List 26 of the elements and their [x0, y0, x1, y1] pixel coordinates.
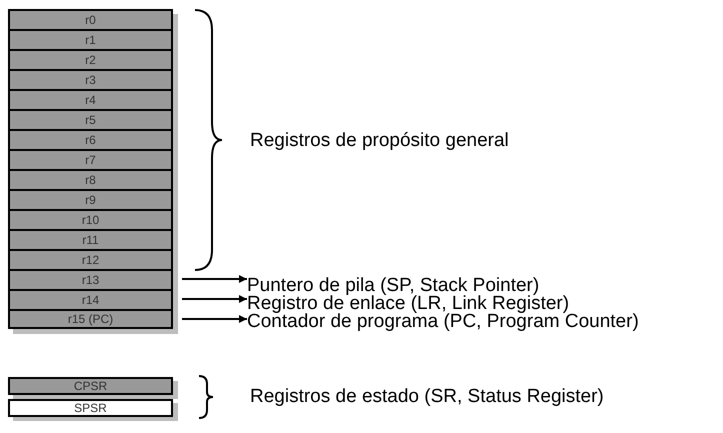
register-box: r11	[8, 229, 173, 251]
group-label: Registros de propósito general	[250, 130, 509, 152]
register-box: r13	[8, 269, 173, 291]
register-box: SPSR	[8, 399, 173, 417]
register-box: r14	[8, 289, 173, 311]
register-box: r7	[8, 149, 173, 171]
register-box: r5	[8, 109, 173, 131]
arrow	[182, 295, 247, 303]
register-description: Registro de enlace (LR, Link Register)	[247, 294, 570, 314]
register-box: r12	[8, 249, 173, 271]
register-box: r8	[8, 169, 173, 191]
arrow	[182, 275, 247, 283]
register-box: r4	[8, 89, 173, 111]
register-box: r6	[8, 129, 173, 151]
group-label: Registros de estado (SR, Status Register)	[250, 386, 604, 408]
register-box: r0	[8, 9, 173, 31]
register-box: r9	[8, 189, 173, 211]
register-box: r1	[8, 29, 173, 51]
register-description: Puntero de pila (SP, Stack Pointer)	[247, 276, 540, 296]
register-box: r3	[8, 69, 173, 91]
register-box: r15 (PC)	[8, 309, 173, 329]
register-box: CPSR	[8, 377, 173, 395]
arrow	[182, 315, 247, 323]
register-box: r10	[8, 209, 173, 231]
register-box: r2	[8, 49, 173, 71]
register-description: Contador de programa (PC, Program Counter)	[247, 312, 639, 332]
